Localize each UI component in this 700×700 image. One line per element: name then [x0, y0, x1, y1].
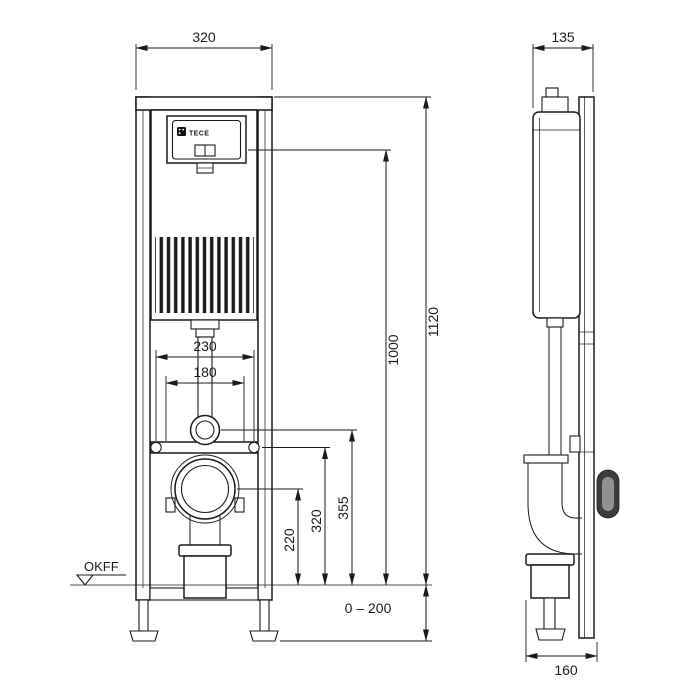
dim-label-height-355: 355	[335, 496, 351, 520]
side-foot	[535, 597, 566, 641]
dim-label-bolt-spacing: 230	[193, 338, 217, 354]
dim-label-stud-spacing: 180	[193, 364, 217, 380]
drain-socket	[178, 516, 232, 599]
flush-bend	[189, 414, 221, 446]
dim-front-width: 320	[135, 29, 273, 90]
dim-bolt-spacing: 230	[155, 338, 255, 441]
dim-height-1120: 1120	[274, 96, 441, 586]
front-view: TECE	[70, 29, 441, 642]
side-view: 135 160	[523, 29, 620, 678]
dim-side-depth-bottom: 160	[525, 600, 598, 678]
dim-side-depth-top: 135	[532, 29, 594, 108]
brand-label: TECE	[189, 131, 209, 138]
dim-height-1000: 1000	[248, 149, 401, 586]
dim-label-front-width: 320	[192, 29, 216, 45]
cistern-insulation-hatch	[155, 237, 254, 313]
dim-height-320: 320	[262, 447, 330, 586]
floor-level-label: OKFF	[84, 559, 119, 574]
bolt-hole-right	[248, 441, 260, 454]
side-top-connector	[541, 87, 569, 116]
dim-label-height-1120: 1120	[425, 307, 441, 337]
dim-height-220: 220	[237, 488, 303, 586]
dim-label-height-220: 220	[281, 528, 297, 552]
wall-outlet-disc	[596, 469, 620, 519]
dim-stud-spacing: 180	[165, 364, 245, 441]
dim-floor-range: 0 – 200	[280, 584, 432, 642]
drain-bend	[165, 454, 245, 524]
dim-label-height-1000: 1000	[385, 334, 401, 365]
dim-label-side-depth-top: 135	[551, 29, 575, 45]
bolt-hole-left	[150, 441, 162, 454]
side-rail	[569, 96, 595, 639]
side-flush-pipe	[548, 327, 562, 455]
okff-datum: OKFF	[70, 559, 432, 586]
side-drain-elbow	[523, 454, 582, 555]
side-drain-socket	[525, 553, 575, 599]
front-feet	[129, 599, 279, 642]
datum-triangle-icon	[75, 574, 95, 586]
dim-height-355: 355	[221, 429, 357, 586]
side-cistern	[532, 111, 581, 328]
dim-label-side-depth-bottom: 160	[554, 662, 578, 678]
brand-logo-icon	[177, 127, 186, 136]
dim-label-height-320: 320	[308, 509, 324, 533]
dim-label-floor-range: 0 – 200	[345, 600, 392, 616]
flush-access-box: TECE	[166, 115, 247, 174]
